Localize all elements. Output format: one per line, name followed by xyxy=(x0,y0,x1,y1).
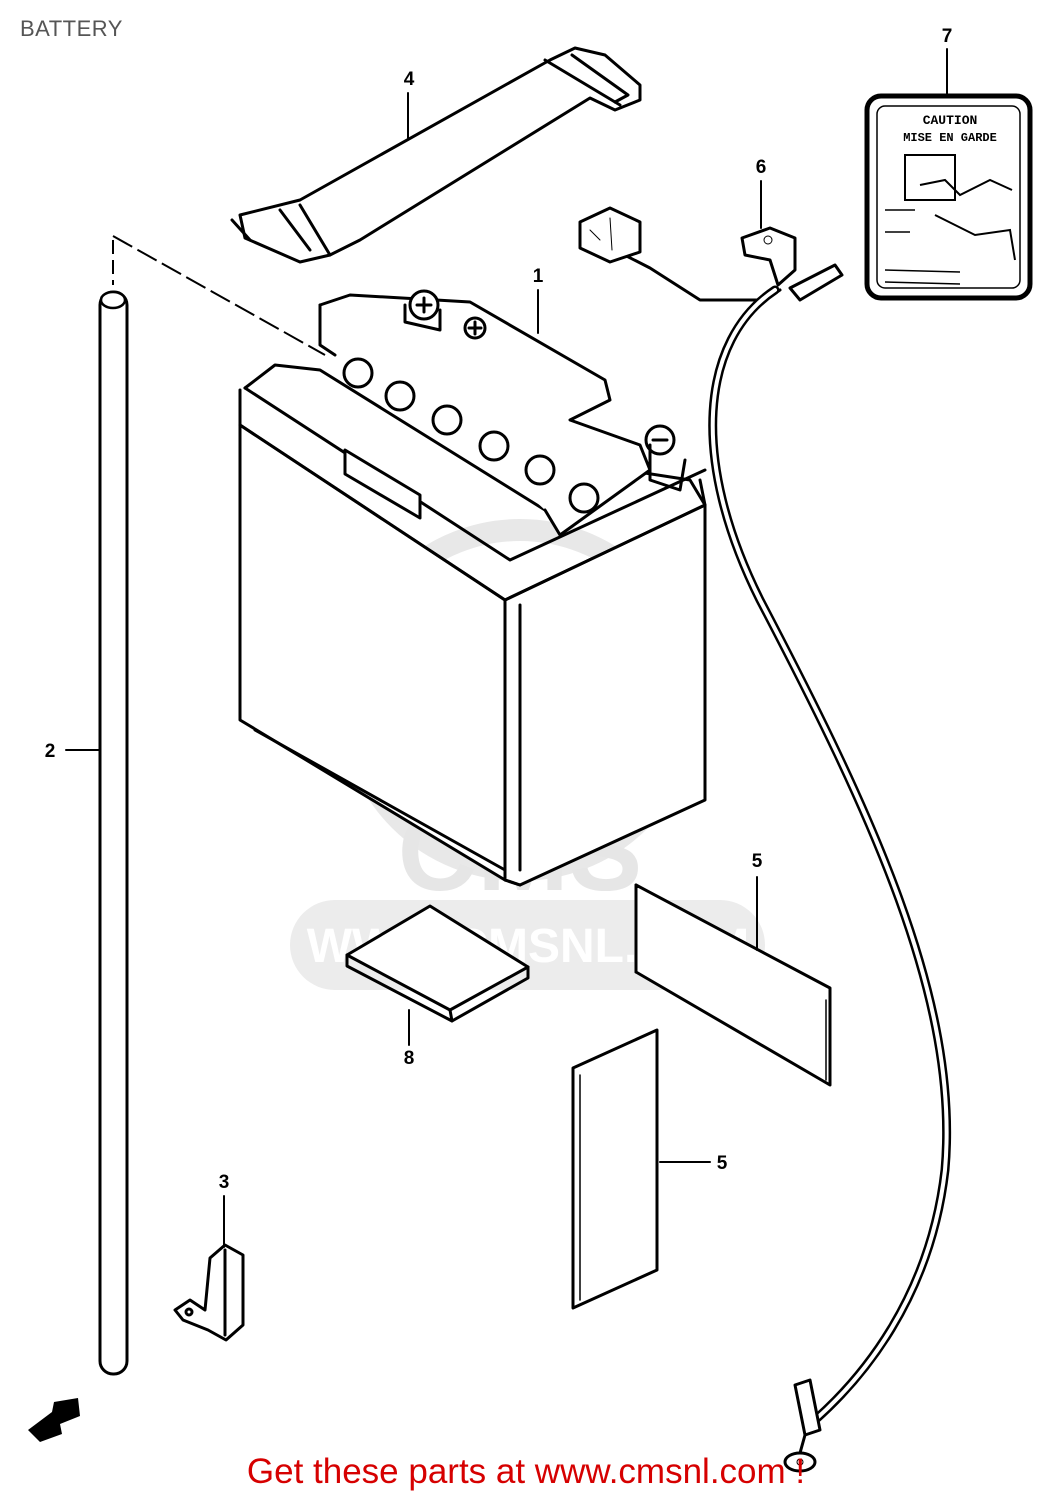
vent-tube xyxy=(98,290,129,1376)
callout-5b: 5 xyxy=(717,1153,728,1174)
callout-5a: 5 xyxy=(752,851,763,872)
callouts: 1 2 3 4 5 5 6 7 8 xyxy=(45,26,953,1193)
callout-7: 7 xyxy=(942,26,953,47)
pad-small xyxy=(345,904,530,1023)
pad-thin xyxy=(571,1028,659,1310)
caution-label-line1: CAUTION xyxy=(923,113,978,128)
diagram-title: BATTERY xyxy=(20,16,123,41)
caution-label-line2: MISE EN GARDE xyxy=(903,131,997,145)
callout-4: 4 xyxy=(404,69,415,90)
callout-1: 1 xyxy=(533,266,544,287)
pad-large xyxy=(634,883,832,1087)
callout-6: 6 xyxy=(756,157,767,178)
caution-label: CAUTION MISE EN GARDE xyxy=(864,93,1033,301)
wire-harness xyxy=(578,206,952,1473)
battery xyxy=(238,289,707,887)
hose-clamp xyxy=(173,1243,245,1342)
callout-2: 2 xyxy=(45,741,56,762)
battery-strap xyxy=(230,46,642,264)
front-arrow-icon xyxy=(28,1398,80,1442)
footer-link[interactable]: Get these parts at www.cmsnl.com ! xyxy=(246,1452,806,1491)
callout-8: 8 xyxy=(404,1048,415,1069)
callout-3: 3 xyxy=(219,1172,230,1193)
